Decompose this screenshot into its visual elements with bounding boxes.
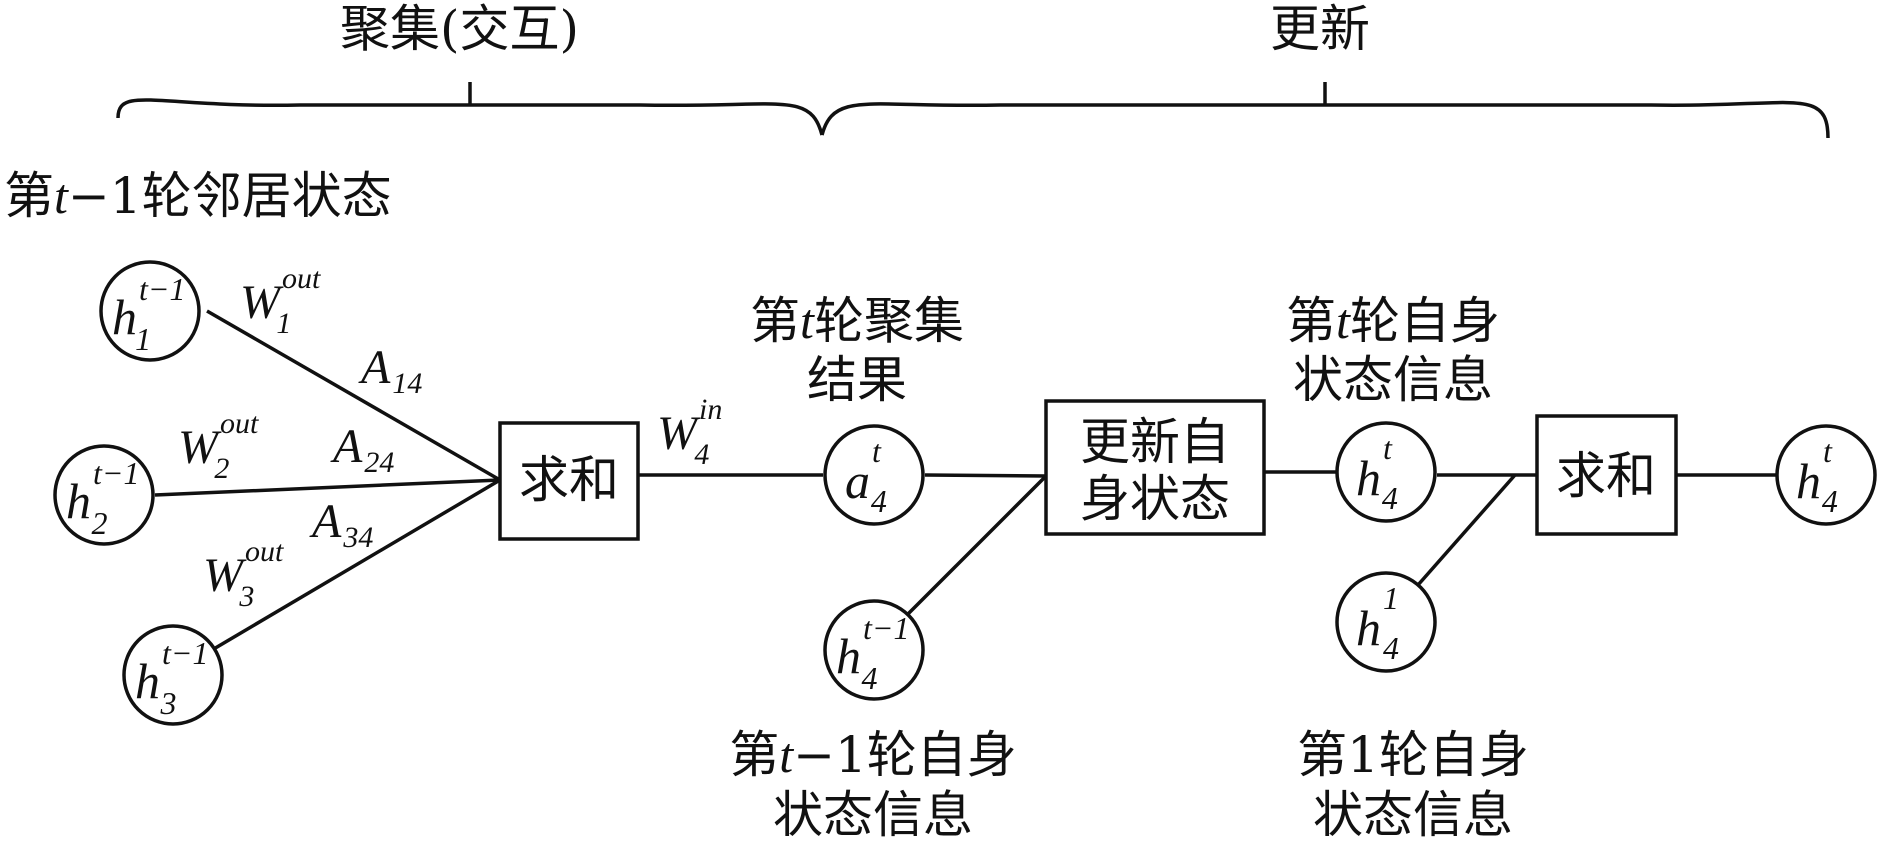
node-a4 — [823, 424, 925, 526]
sum-box-update — [1535, 414, 1678, 536]
node-h4-prev — [823, 599, 925, 701]
neighbor-state-label: 第t−1轮邻居状态 — [4, 167, 392, 225]
sum-box-update-label: 求和 — [1556, 447, 1656, 505]
update-phase-label: 更新 — [1270, 0, 1370, 58]
self-state-prev-label-line1: 第t−1轮自身 — [729, 726, 1017, 784]
self-state-t-label-line1: 第t轮自身 — [1286, 292, 1500, 350]
self-state-first-label-line2: 状态信息 — [1313, 786, 1513, 844]
node-h1 — [99, 260, 201, 362]
update-state-box — [1044, 399, 1266, 536]
edge-h1-sum — [206, 309, 501, 482]
node-h4-first — [1335, 571, 1437, 673]
self-state-first-label-line1: 第1轮自身 — [1297, 726, 1529, 784]
edge-label-a14: A14 — [358, 341, 422, 400]
aggregate-brace — [116, 82, 824, 136]
update-brace — [820, 82, 1830, 139]
edge-h4prev-update — [905, 474, 1048, 617]
sum-box-aggregate — [498, 421, 640, 541]
edge-h2-sum — [154, 478, 501, 497]
edge-label-a24: A24 — [330, 420, 394, 479]
agg-result-label-line1: 第t轮聚集 — [750, 292, 964, 350]
update-state-label-line1: 更新自 — [1080, 413, 1230, 471]
edge-h3-sum — [211, 478, 501, 652]
node-h2 — [53, 444, 155, 546]
node-h3 — [122, 624, 224, 726]
self-state-prev-label-line2: 状态信息 — [773, 786, 973, 844]
aggregate-phase-label: 聚集(交互) — [340, 0, 579, 58]
edge-h4first-sum2 — [1416, 473, 1517, 587]
edge-a4-update — [924, 473, 1047, 478]
edge-label-a34: A34 — [309, 495, 373, 554]
node-h4-t — [1335, 421, 1437, 523]
node-h4-output — [1775, 424, 1877, 526]
sum-box-aggregate-label: 求和 — [519, 451, 619, 509]
agg-result-label-line2: 结果 — [807, 351, 907, 409]
update-state-label-line2: 身状态 — [1080, 470, 1230, 528]
self-state-t-label-line2: 状态信息 — [1293, 351, 1493, 409]
